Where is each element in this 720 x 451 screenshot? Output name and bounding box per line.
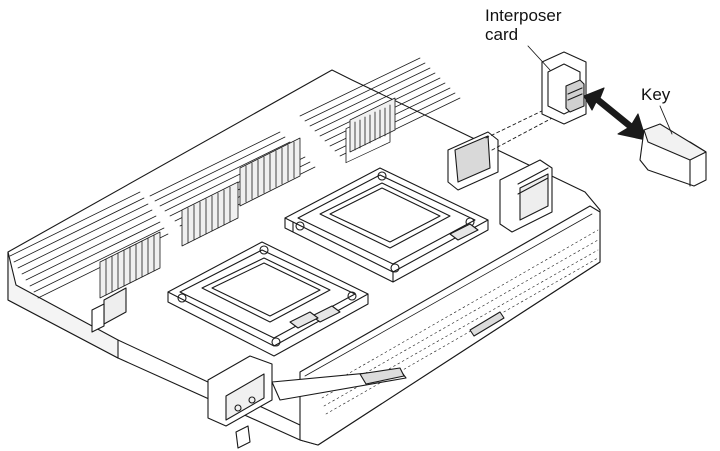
interposer-card [541, 51, 587, 125]
interposer-card-label: Interposer card [485, 6, 562, 44]
dimm-bank-upper [299, 57, 461, 164]
guide-dashed-line [485, 107, 557, 151]
key-part [639, 123, 707, 187]
key-label: Key [641, 85, 671, 104]
interposer-connector-slot [447, 131, 553, 233]
interposer-leader-line [527, 45, 551, 71]
insert-remove-arrow [583, 87, 647, 141]
interposer-label-line2: card [485, 25, 519, 44]
front-rail [299, 205, 601, 446]
interposer-label-line1: Interposer [485, 6, 562, 25]
release-handle [91, 287, 407, 449]
key-leader-line [659, 105, 673, 135]
processor-socket-upper [284, 167, 489, 283]
dimm-bank-middle [149, 131, 316, 247]
processor-socket-lower [167, 241, 369, 357]
dimm-bank-left [9, 191, 169, 299]
